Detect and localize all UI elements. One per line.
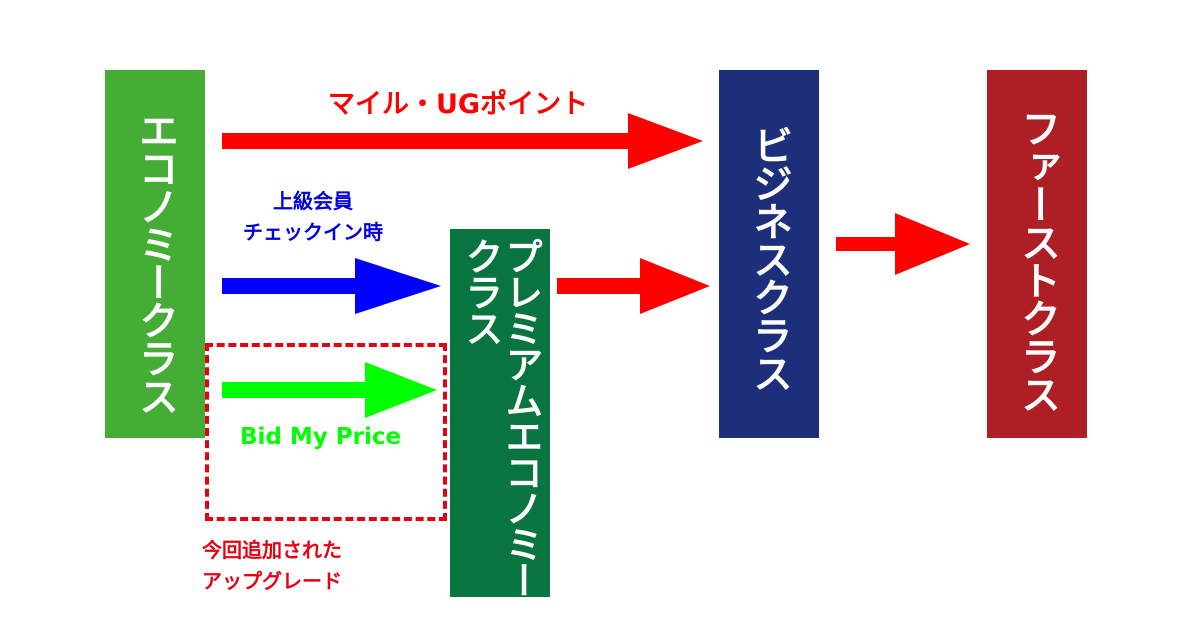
mile-ug-points-label: マイル・UGポイント (328, 89, 589, 120)
arrow-economy-to-premium-bid (222, 362, 437, 418)
premium-economy-class-box: プレミアムエコノミークラス (450, 229, 550, 597)
arrow-business-to-first (836, 213, 970, 275)
arrow-premium-to-business (557, 258, 710, 314)
elite-label-line1: 上級会員 (273, 189, 353, 213)
economy-class-box: エコノミークラス (105, 70, 205, 438)
new-upgrade-label: 今回追加された アップグレード (202, 535, 342, 597)
business-class-box: ビジネスクラス (719, 70, 819, 438)
elite-label-line2: チェックイン時 (243, 220, 383, 244)
arrow-economy-to-business (222, 113, 703, 169)
economy-class-label: エコノミークラス (132, 110, 178, 414)
new-upgrade-highlight-box (205, 343, 447, 521)
new-upgrade-line2: アップグレード (202, 569, 342, 593)
elite-checkin-label: 上級会員 チェックイン時 (228, 186, 398, 248)
new-upgrade-line1: 今回追加された (202, 538, 342, 562)
arrow-economy-to-premium (222, 258, 441, 314)
first-class-label: ファーストクラス (1014, 108, 1060, 412)
business-class-label: ビジネスクラス (746, 125, 792, 391)
first-class-box: ファーストクラス (987, 70, 1087, 438)
premium-economy-class-label: プレミアムエコノミークラス (459, 237, 543, 597)
bid-my-price-label: Bid My Price (240, 424, 402, 450)
